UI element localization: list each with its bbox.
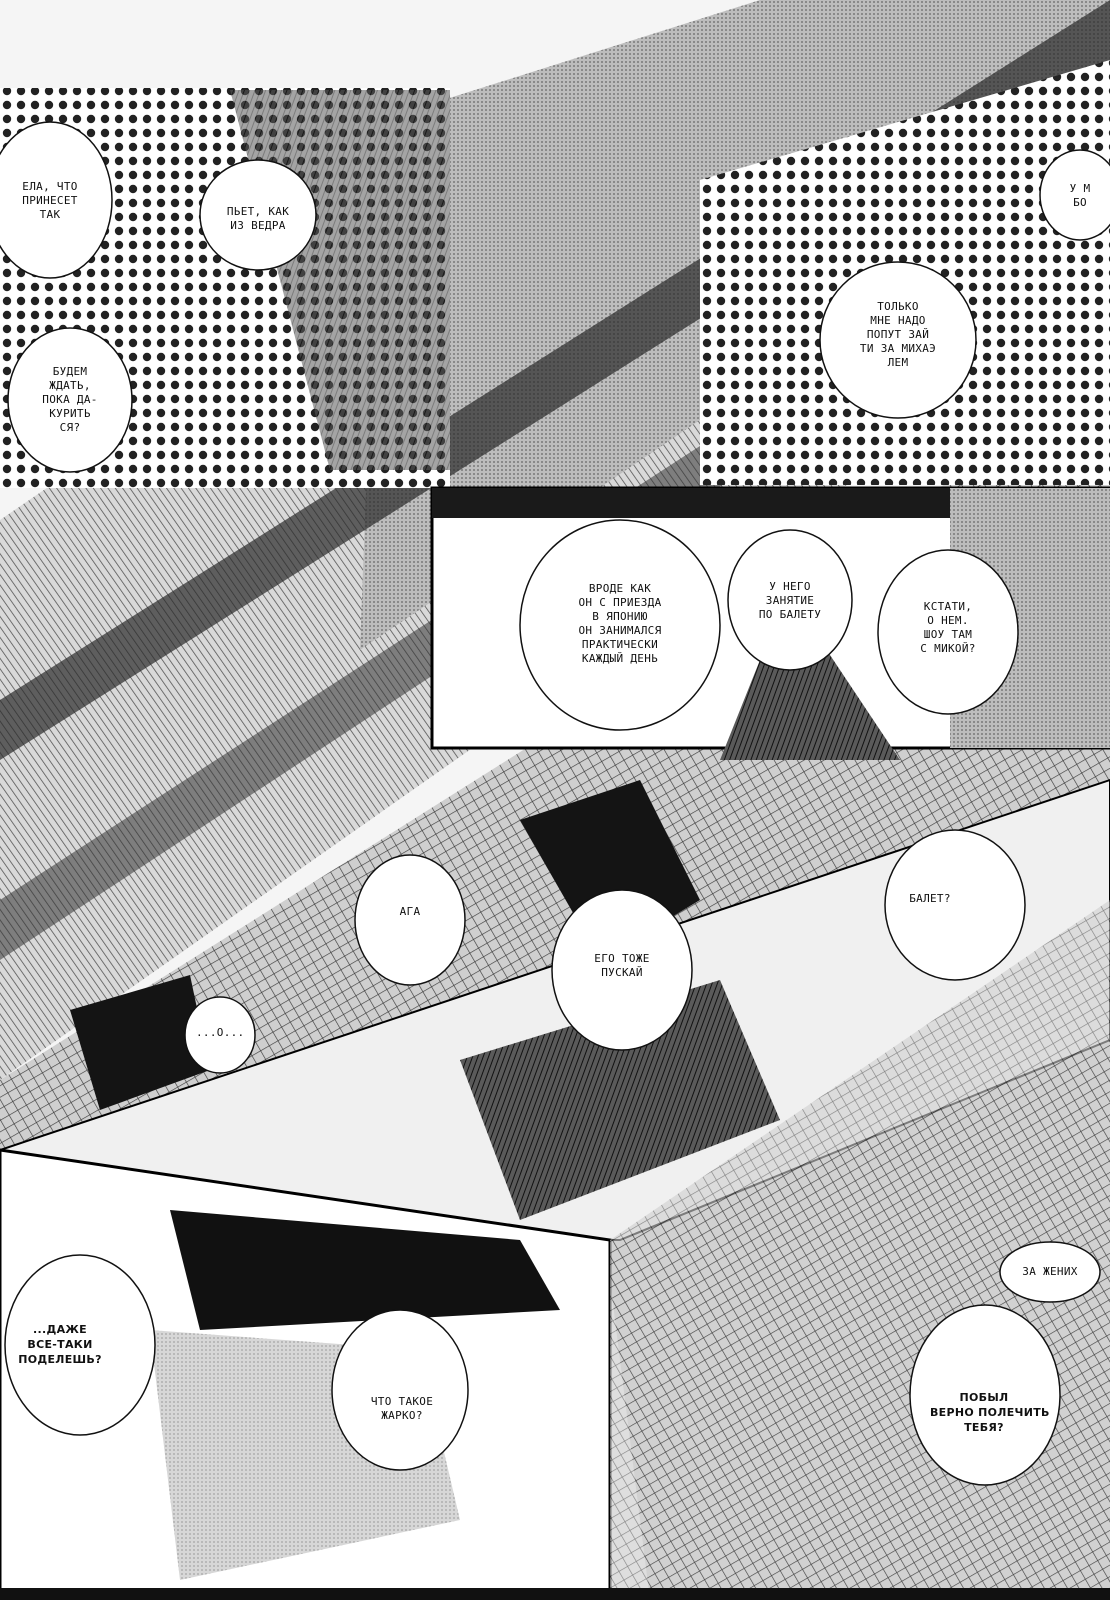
speech-bubble-1: ЕЛА, ЧТО ПРИНЕСЕТ ТАК	[22, 180, 78, 221]
speech-bubble-15: ПОБЫЛ ВЕРНО ПОЛЕЧИТЬ ТЕБЯ?	[930, 1391, 1050, 1434]
speech-bubble-7: У НЕГО ЗАНЯТИЕ ПО БАЛЕТУ	[758, 580, 822, 621]
face-hair	[170, 1210, 560, 1330]
speech-bubble-13: ...ДАЖЕ ВСЕ-ТАКИ ПОДЕЛЕШЬ?	[18, 1323, 102, 1366]
speech-bubble-9: АГА	[399, 905, 421, 918]
speech-bubble-14: ЧТО ТАКОЕ ЖАРКО?	[370, 1395, 434, 1422]
speech-bubble-16: ЗА ЖЕНИХ	[1022, 1265, 1078, 1278]
speech-bubble-6: ВРОДЕ КАК ОН С ПРИЕЗДА В ЯПОНИЮ ОН ЗАНИМ…	[578, 582, 662, 665]
speech-bubble-5: У М БО	[1069, 182, 1091, 209]
speech-bubble-11: БАЛЕТ?	[909, 892, 951, 905]
speech-bubble-12: ...О...	[196, 1026, 245, 1039]
speech-bubble-8: КСТАТИ, О НЕМ. ШОУ ТАМ С МИКОЙ?	[920, 600, 976, 655]
speech-bubble-3: БУДЕМ ЖДАТЬ, ПОКА ДА- КУРИТЬ СЯ?	[42, 365, 98, 434]
speech-bubble-2: ПЬЕТ, КАК ИЗ ВЕДРА	[226, 205, 290, 232]
bushes	[460, 980, 780, 1220]
speech-bubble-4: ТОЛЬКО МНЕ НАДО ПОПУТ ЗАЙ ТИ ЗА МИХАЭ ЛЕ…	[859, 300, 937, 369]
speech-bubble-10: ЕГО ТОЖЕ ПУСКАЙ	[594, 952, 650, 979]
